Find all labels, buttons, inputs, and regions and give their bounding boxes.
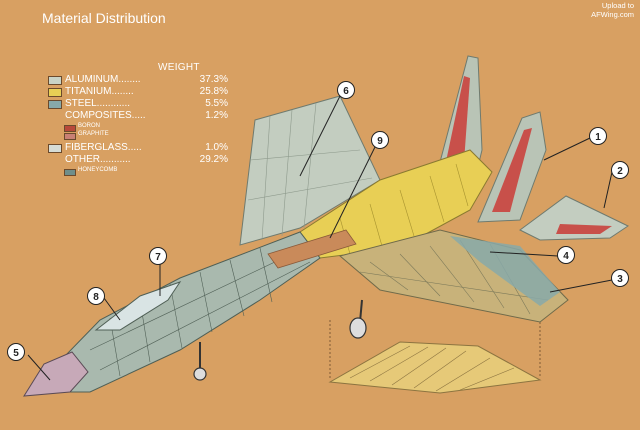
legend-row-titanium: TITANIUM........ 25.8%	[48, 86, 228, 98]
steel-swatch	[48, 100, 62, 109]
legend-label: COMPOSITES.....	[65, 110, 146, 121]
svg-text:9: 9	[377, 136, 383, 147]
callout-8: 8	[87, 287, 105, 305]
legend-header: WEIGHT	[158, 62, 200, 73]
callout-leaders	[27, 95, 613, 381]
legend-row-composites: COMPOSITES..... 1.2%	[48, 110, 228, 122]
legend-row-other: OTHER........... 29.2%	[48, 154, 228, 166]
titanium-swatch	[48, 88, 62, 97]
flap-steel	[450, 236, 560, 306]
watermark-line-2: AFWing.com	[591, 10, 634, 19]
aft-fuselage-titanium	[299, 149, 493, 259]
legend-value: 5.5%	[205, 98, 228, 109]
left-wing-ribs	[247, 102, 373, 241]
callout-5: 5	[7, 343, 25, 361]
nose-gear	[193, 342, 207, 381]
legend-value: 25.8%	[199, 86, 228, 97]
svg-text:4: 4	[563, 251, 569, 262]
vertical-tail-right-stripe	[492, 128, 532, 212]
legend-label: STEEL............	[65, 98, 131, 109]
legend-label: TITANIUM........	[65, 86, 134, 97]
svg-text:1: 1	[595, 132, 601, 143]
legend-value: 29.2%	[199, 154, 228, 165]
callout-7: 7	[149, 247, 167, 265]
svg-text:8: 8	[93, 292, 99, 303]
stabilizer-stripe	[556, 224, 612, 234]
main-gear	[349, 299, 367, 339]
legend-value: 37.3%	[199, 74, 228, 85]
legend-sub-label: BORON	[78, 123, 101, 129]
boron-swatch	[64, 125, 76, 132]
detached-panel-ribs	[349, 345, 515, 392]
legend-label: OTHER...........	[65, 154, 131, 165]
legend-value: 1.2%	[205, 110, 228, 121]
svg-text:2: 2	[617, 166, 623, 177]
watermark-line-1: Upload to	[601, 1, 634, 10]
canopy	[94, 281, 182, 331]
legend-sub-label: HONEYCOMB	[78, 167, 118, 173]
legend-label: ALUMINUM........	[65, 74, 141, 85]
svg-text:5: 5	[13, 348, 19, 359]
callout-4: 4	[557, 246, 575, 264]
legend-label: FIBERGLASS.....	[65, 142, 142, 153]
svg-text:6: 6	[343, 86, 349, 97]
callout-6: 6	[337, 81, 355, 99]
callout-2: 2	[611, 161, 629, 179]
callout-9: 9	[371, 131, 389, 149]
honeycomb-swatch	[64, 169, 76, 176]
callout-3: 3	[611, 269, 629, 287]
svg-text:3: 3	[617, 274, 623, 285]
legend-row-steel: STEEL............ 5.5%	[48, 98, 228, 110]
left-wing	[239, 95, 381, 246]
graphite-swatch	[64, 133, 76, 140]
legend-row-fiberglass: FIBERGLASS..... 1.0%	[48, 142, 228, 154]
legend-value: 1.0%	[205, 142, 228, 153]
legend-row-aluminum: ALUMINUM........ 37.3%	[48, 74, 228, 86]
diagram-title: Material Distribution	[42, 10, 166, 26]
legend-sub-label: GRAPHITE	[78, 131, 109, 137]
right-wing-ribs	[359, 239, 549, 315]
svg-text:7: 7	[155, 252, 161, 263]
boron-panel	[267, 229, 357, 269]
watermark: Upload to AFWing.com	[591, 1, 634, 19]
aluminum-swatch	[48, 76, 62, 85]
detached-wing-panel	[328, 341, 542, 394]
callout-1: 1	[589, 127, 607, 145]
fiberglass-swatch	[48, 144, 62, 153]
